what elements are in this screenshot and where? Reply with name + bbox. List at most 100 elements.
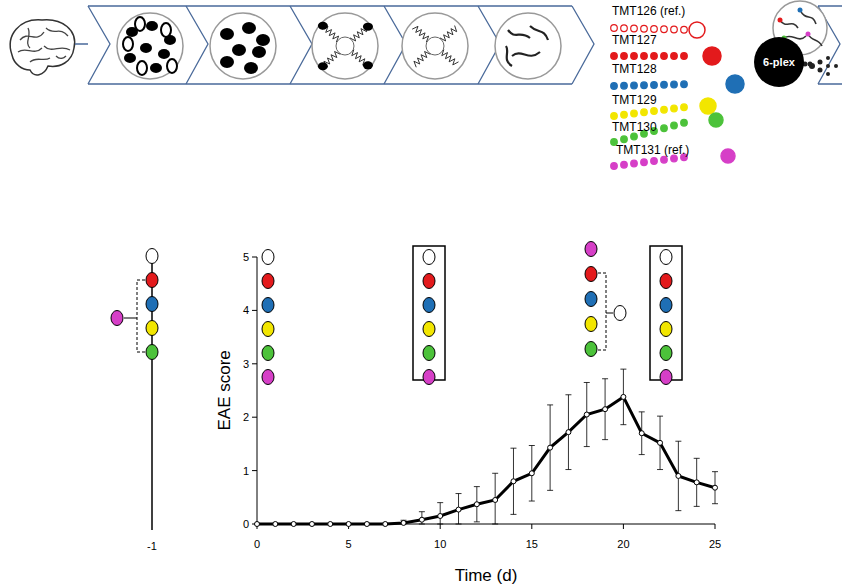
dashed-bracket [137, 280, 145, 352]
sample-circle [210, 13, 276, 79]
membrane-core [426, 37, 444, 55]
trail-dot [834, 64, 838, 68]
sample-dot [423, 322, 435, 337]
leader-line [124, 318, 137, 319]
tmt-dot [651, 108, 658, 115]
sample-dot [262, 370, 274, 385]
particle [146, 21, 158, 31]
error-bar [602, 379, 608, 440]
data-point [383, 522, 388, 527]
vesicle [167, 59, 177, 73]
peptide [506, 46, 512, 66]
particle [363, 61, 373, 69]
particle [124, 53, 136, 63]
error-bar [529, 446, 535, 502]
particle [220, 28, 234, 40]
tmt-dot [631, 25, 638, 32]
tmt-dot [709, 113, 723, 127]
axis-title: Time (d) [455, 567, 518, 586]
sample-dot [423, 250, 435, 265]
step-chevron [572, 6, 594, 84]
tick-label: 20 [617, 538, 629, 550]
tmt-dot [641, 53, 648, 60]
vesicle [161, 23, 171, 37]
particle [318, 62, 328, 70]
panel-border [88, 6, 186, 84]
sample-circle [117, 13, 183, 79]
mean-curve [257, 397, 715, 524]
tmt-dot [611, 53, 618, 60]
tmt-dot [651, 158, 658, 165]
particle [140, 43, 152, 53]
sample-dot [585, 317, 597, 332]
data-point [364, 522, 369, 527]
tmt-label: TMT129 [612, 94, 657, 107]
vesicle [135, 17, 145, 31]
data-point [511, 479, 516, 484]
sample-dot [423, 370, 435, 385]
error-bar [547, 405, 553, 490]
step-chevron [186, 6, 208, 84]
sample-dot [262, 274, 274, 289]
trail-dot [808, 62, 813, 67]
tmt-dot [651, 53, 658, 60]
tick-label: 15 [526, 538, 538, 550]
particle [363, 23, 373, 31]
panel-border [478, 6, 572, 84]
vesicle [123, 37, 133, 51]
tick [252, 310, 257, 311]
sample-dot [146, 297, 158, 312]
data-point [713, 485, 718, 490]
tick-label: 4 [243, 304, 249, 316]
peptide [780, 20, 798, 28]
leader-line [606, 313, 613, 314]
sample-dot [660, 322, 672, 337]
sample-dot [660, 250, 672, 265]
tick-label: 5 [243, 251, 249, 263]
trail-dot [818, 60, 823, 65]
error-bar [456, 494, 462, 524]
panel-border [290, 6, 384, 84]
tick [252, 470, 257, 471]
dashed-bracket [598, 273, 606, 350]
sample-dot [585, 242, 597, 257]
tick-label: 10 [434, 538, 446, 550]
tmt-dot [631, 53, 638, 60]
sample-circle [495, 13, 561, 79]
data-point [621, 394, 626, 399]
tick-label: 2 [243, 411, 249, 423]
workflow [10, 1, 842, 169]
tmt-dot [671, 26, 678, 33]
panel-border [186, 6, 290, 84]
tick [440, 524, 441, 529]
data-point [603, 407, 608, 412]
particle [318, 22, 328, 30]
sample-dot [262, 346, 274, 361]
error-bar [639, 412, 645, 455]
tmt-dot [641, 25, 648, 32]
data-point [566, 430, 571, 435]
data-point [639, 431, 644, 436]
error-bar [657, 416, 663, 469]
tick-label: 0 [254, 538, 260, 550]
tmt-dot [681, 119, 688, 126]
tmt-dot [661, 26, 668, 33]
protein-chain [440, 26, 457, 41]
sample-dot [146, 273, 158, 288]
data-point [694, 480, 699, 485]
tmt-dot [631, 82, 638, 89]
tmt-dot [703, 47, 721, 65]
data-point [474, 502, 479, 507]
sample-dot [423, 274, 435, 289]
error-bar [492, 473, 498, 524]
tmt-dot [726, 75, 744, 93]
vesicle [137, 61, 147, 75]
sample-dot [262, 322, 274, 337]
axis-title: EAE score [216, 350, 235, 430]
membrane-core [336, 37, 354, 55]
tmt-dot [631, 160, 638, 167]
tmt-dot [689, 22, 705, 38]
tmt-dot [671, 105, 678, 112]
error-bar [620, 369, 626, 425]
